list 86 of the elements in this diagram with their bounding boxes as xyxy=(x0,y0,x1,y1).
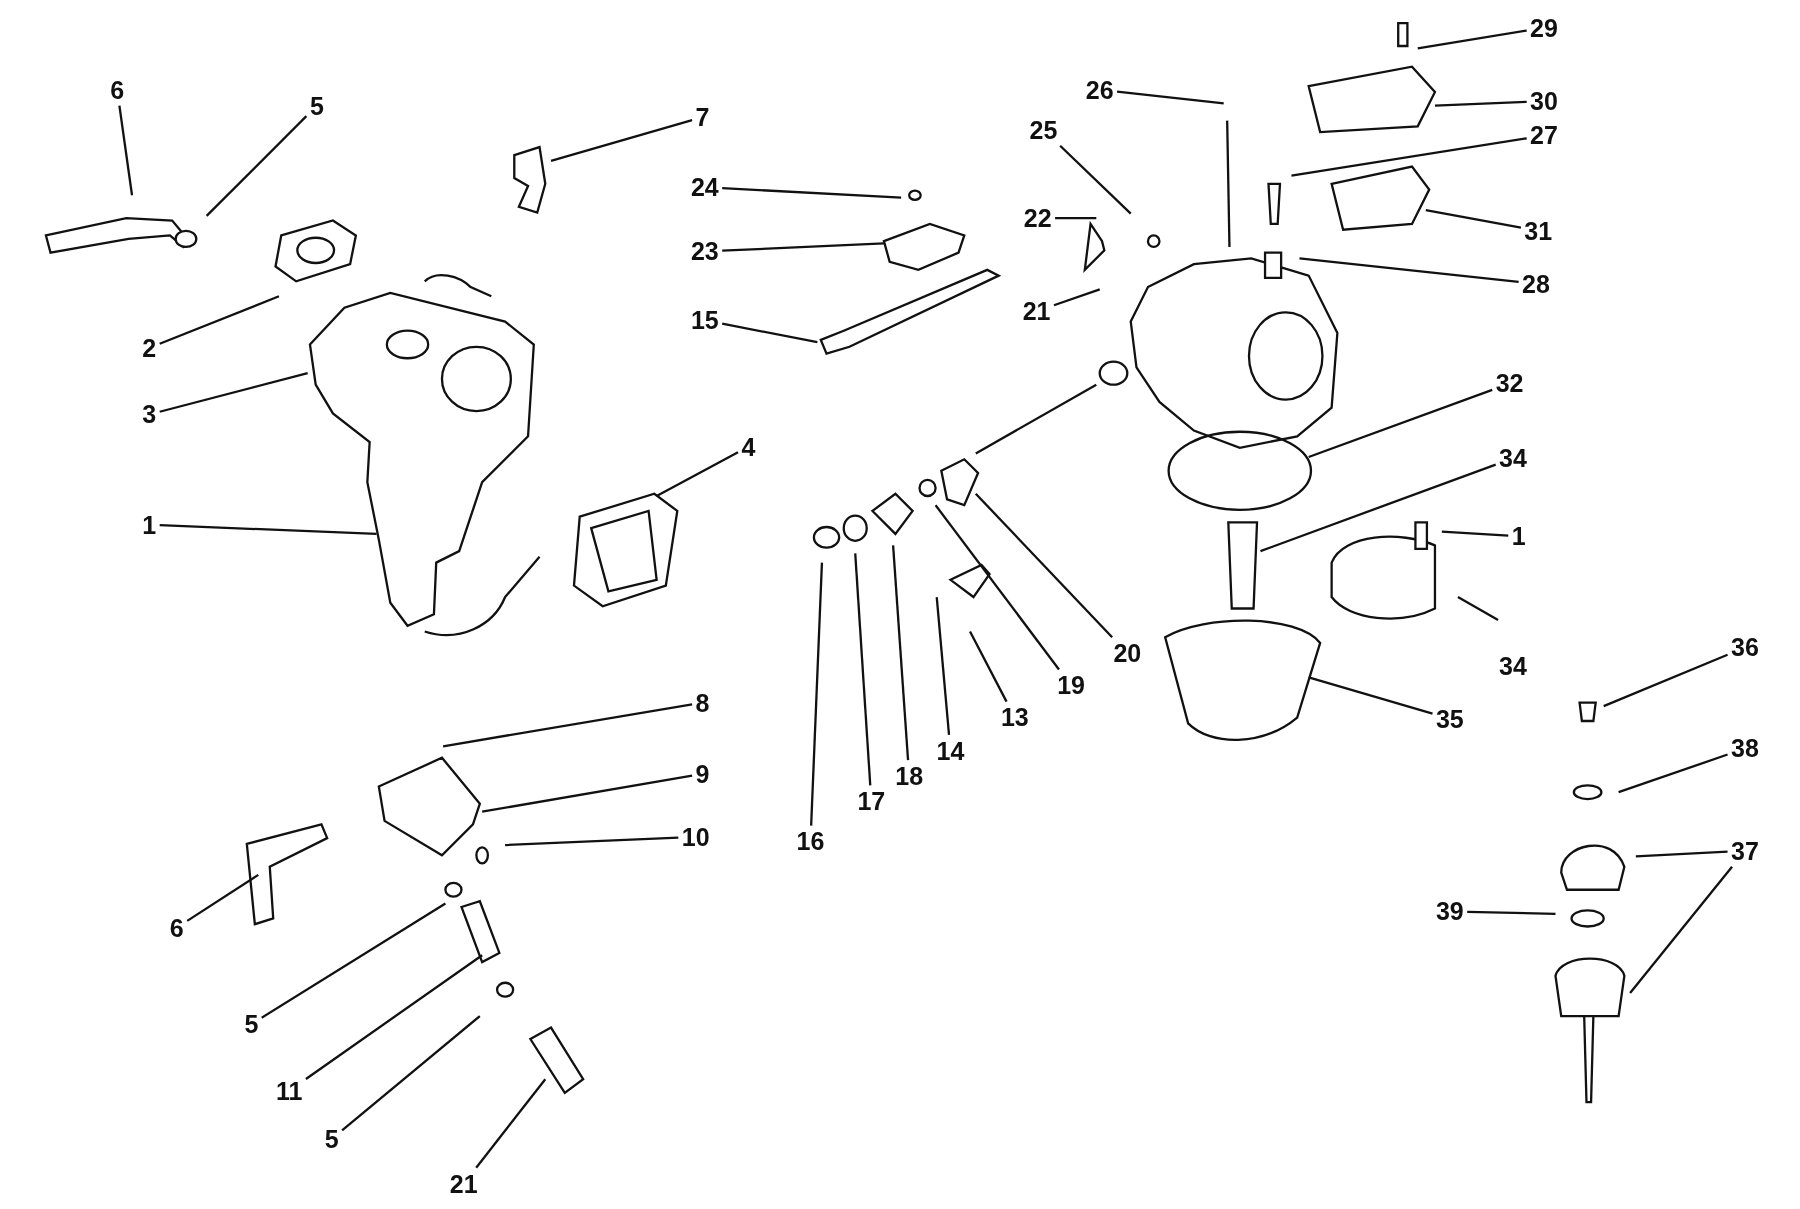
callout-number: 31 xyxy=(1524,218,1553,244)
callout-number: 21 xyxy=(449,1171,478,1197)
callout-number: 14 xyxy=(936,738,965,764)
callout-number: 6 xyxy=(110,77,125,103)
leader-line xyxy=(475,1078,547,1169)
leader-line xyxy=(118,105,134,196)
callout-number: 34 xyxy=(1499,445,1527,471)
callout-number: 3 xyxy=(142,401,157,427)
callout-number: 36 xyxy=(1731,634,1759,660)
leader-line xyxy=(1116,90,1224,105)
leader-line xyxy=(1260,463,1497,553)
leader-line xyxy=(186,873,259,922)
callout-number: 1 xyxy=(1511,523,1526,549)
callout-number: 6 xyxy=(169,915,184,941)
leader-line xyxy=(159,524,377,536)
leader-line xyxy=(1059,144,1132,215)
leader-line xyxy=(891,545,910,761)
callout-number: 29 xyxy=(1530,15,1558,41)
callout-number: 11 xyxy=(276,1078,303,1104)
leader-line xyxy=(1055,217,1097,220)
leader-line xyxy=(934,504,1060,671)
callout-number: 23 xyxy=(690,238,719,264)
leader-line xyxy=(550,119,693,162)
leader-line xyxy=(656,451,739,498)
leader-line xyxy=(1291,137,1527,177)
callout-number: 37 xyxy=(1731,838,1759,864)
leader-line xyxy=(1434,100,1527,107)
callout-number: 39 xyxy=(1435,898,1464,924)
callout-number: 34 xyxy=(1499,653,1527,679)
callout-number: 28 xyxy=(1522,271,1550,297)
callout-number: 7 xyxy=(695,104,710,130)
callout-number: 5 xyxy=(324,1126,339,1152)
callout-number: 35 xyxy=(1435,706,1464,732)
leader-line xyxy=(722,187,902,199)
callout-number: 19 xyxy=(1057,672,1085,698)
callout-number: 20 xyxy=(1113,640,1142,666)
leader-line xyxy=(261,902,446,1019)
leader-line xyxy=(341,1015,481,1132)
callout-number: 24 xyxy=(690,174,719,200)
callout-number: 25 xyxy=(1029,117,1058,143)
leader-line xyxy=(1467,910,1556,916)
leader-line xyxy=(1635,850,1728,858)
callout-number: 22 xyxy=(1023,205,1052,231)
leader-line xyxy=(721,322,818,344)
callout-number: 32 xyxy=(1495,370,1524,396)
callout-number: 2 xyxy=(142,335,157,361)
callout-number: 17 xyxy=(857,788,886,814)
callout-number: 38 xyxy=(1731,735,1759,761)
callout-number: 8 xyxy=(695,690,710,716)
callout-number: 15 xyxy=(690,307,719,333)
callout-number: 18 xyxy=(895,763,924,789)
leader-line xyxy=(442,703,693,748)
leader-line xyxy=(305,954,483,1080)
leader-line xyxy=(1308,676,1433,715)
callout-number: 13 xyxy=(1000,704,1029,730)
leader-line xyxy=(722,242,884,252)
leader-line xyxy=(1441,530,1509,537)
leader-line xyxy=(854,553,872,786)
leader-line xyxy=(1299,257,1519,283)
callout-number: 16 xyxy=(796,828,825,854)
callout-number: 10 xyxy=(681,824,710,850)
leader-line xyxy=(1308,388,1493,459)
callout-number: 26 xyxy=(1085,77,1114,103)
callout-number: 30 xyxy=(1530,88,1558,114)
leader-line xyxy=(1053,288,1101,307)
leader-line xyxy=(205,115,308,217)
callout-number: 21 xyxy=(1022,298,1051,324)
leader-line xyxy=(1425,209,1522,229)
callout-number: 27 xyxy=(1530,122,1558,148)
leader-line xyxy=(505,836,679,847)
leader-line xyxy=(159,295,280,345)
leader-line xyxy=(810,562,824,826)
callout-number: 4 xyxy=(741,434,756,460)
leader-line xyxy=(481,774,693,813)
leader-line xyxy=(974,492,1113,639)
leader-line xyxy=(159,372,308,413)
leader-line xyxy=(969,630,1008,703)
callout-number: 5 xyxy=(309,93,324,119)
leader-line xyxy=(1603,653,1728,708)
leader-line xyxy=(1417,29,1527,50)
leader-line xyxy=(935,596,951,735)
callout-number: 9 xyxy=(695,761,710,787)
leader-line xyxy=(1618,753,1728,794)
callout-number: 5 xyxy=(244,1011,259,1037)
leader-line xyxy=(1629,865,1733,994)
callout-number: 1 xyxy=(142,512,157,538)
